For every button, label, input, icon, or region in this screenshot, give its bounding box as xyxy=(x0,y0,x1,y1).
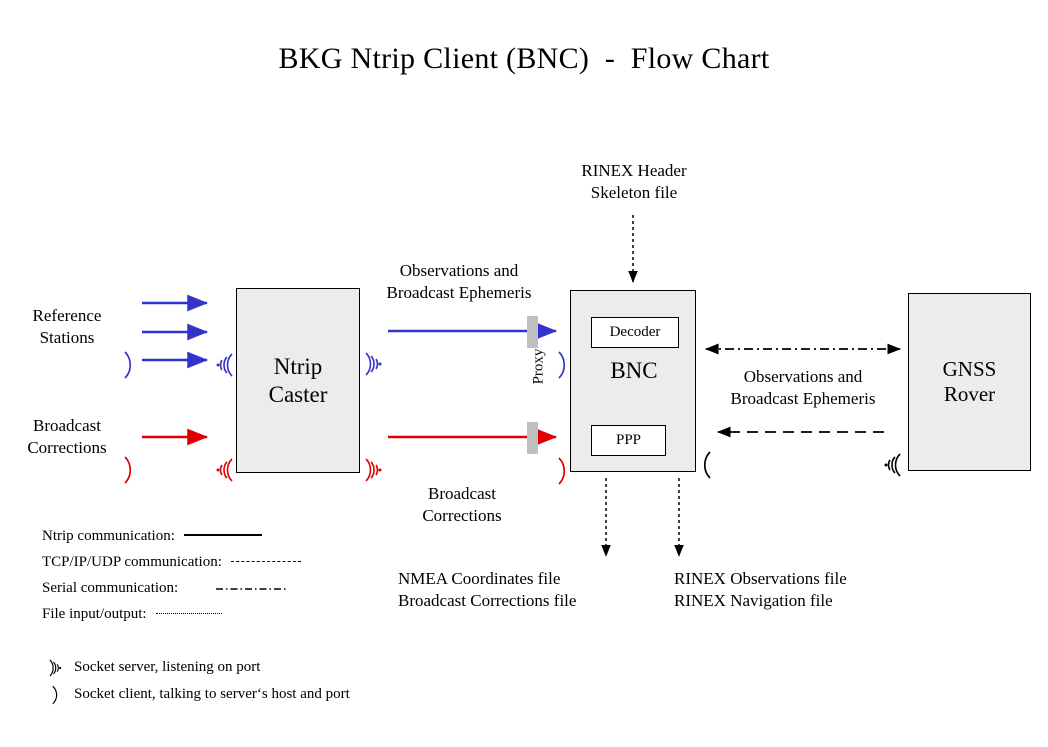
legend-label-serial: Serial communication: xyxy=(42,579,179,596)
legend-row-serial: Serial communication: xyxy=(42,575,372,601)
broadcast-corrections-mid-label: Broadcast Corrections xyxy=(422,484,502,526)
legend-line-styles: Ntrip communication: TCP/IP/UDP communic… xyxy=(42,523,372,627)
socket-client-icon xyxy=(122,318,138,412)
node-ntrip-caster[interactable]: Ntrip Caster xyxy=(236,288,360,473)
socket-server-icon xyxy=(362,423,384,517)
socket-server-icon xyxy=(362,317,384,411)
legend-label-tcp: TCP/IP/UDP communication: xyxy=(42,553,222,570)
legend-row-socket-client: Socket client, talking to server‘s host … xyxy=(40,681,460,708)
socket-client-icon xyxy=(40,684,70,706)
legend-label-file: File input/output: xyxy=(42,605,147,622)
ntrip-caster-label: Ntrip Caster xyxy=(268,354,328,407)
proxy-label: Proxy xyxy=(530,348,547,385)
socket-server-icon xyxy=(882,418,904,512)
legend-row-file: File input/output: xyxy=(42,601,372,627)
bnc-label: BNC xyxy=(610,358,658,383)
page-title: BKG Ntrip Client (BNC) - Flow Chart xyxy=(278,42,770,75)
socket-client-icon xyxy=(556,318,572,412)
legend-sample-dashed xyxy=(230,560,301,564)
legend-label-socket-server: Socket server, listening on port xyxy=(74,659,261,675)
socket-server-icon xyxy=(214,423,236,517)
socket-server-icon xyxy=(40,657,70,679)
legend-row-socket-server: Socket server, listening on port xyxy=(40,654,460,681)
socket-server-icon xyxy=(214,318,236,412)
legend-socket-types: Socket server, listening on port Socket … xyxy=(40,654,460,708)
socket-client-icon xyxy=(556,424,572,518)
legend-label-socket-client: Socket client, talking to server‘s host … xyxy=(74,686,350,702)
decoder-label: Decoder xyxy=(609,323,661,340)
legend-row-tcp: TCP/IP/UDP communication: xyxy=(42,549,372,575)
node-bnc[interactable]: Decoder BNC PPP xyxy=(570,290,696,472)
nmea-outputs-label: NMEA Coordinates file Broadcast Correcti… xyxy=(398,569,577,611)
socket-client-icon xyxy=(700,418,716,512)
proxy-bar-bottom xyxy=(527,422,538,454)
ppp-label: PPP xyxy=(615,431,642,448)
rinex-outputs-label: RINEX Observations file RINEX Navigation… xyxy=(674,569,847,611)
gnss-rover-label: GNSS Rover xyxy=(942,357,997,406)
legend-sample-dotted xyxy=(155,612,222,616)
legend-row-ntrip: Ntrip communication: xyxy=(42,523,372,549)
rinex-header-skeleton-label: RINEX Header Skeleton file xyxy=(581,161,687,203)
broadcast-corrections-source-label: Broadcast Corrections xyxy=(27,416,107,458)
node-decoder[interactable]: Decoder xyxy=(591,317,679,348)
legend-sample-solid xyxy=(183,534,262,538)
reference-stations-label: Reference Stations xyxy=(32,306,102,348)
legend-sample-dashdot-slot xyxy=(187,587,259,589)
observations-ephemeris-right-label: Observations and Broadcast Ephemeris xyxy=(730,367,876,409)
node-gnss-rover[interactable]: GNSS Rover xyxy=(908,293,1031,471)
observations-ephemeris-left-label: Observations and Broadcast Ephemeris xyxy=(386,261,532,303)
socket-client-icon xyxy=(122,423,138,517)
legend-label-ntrip: Ntrip communication: xyxy=(42,527,175,544)
node-ppp[interactable]: PPP xyxy=(591,425,666,456)
